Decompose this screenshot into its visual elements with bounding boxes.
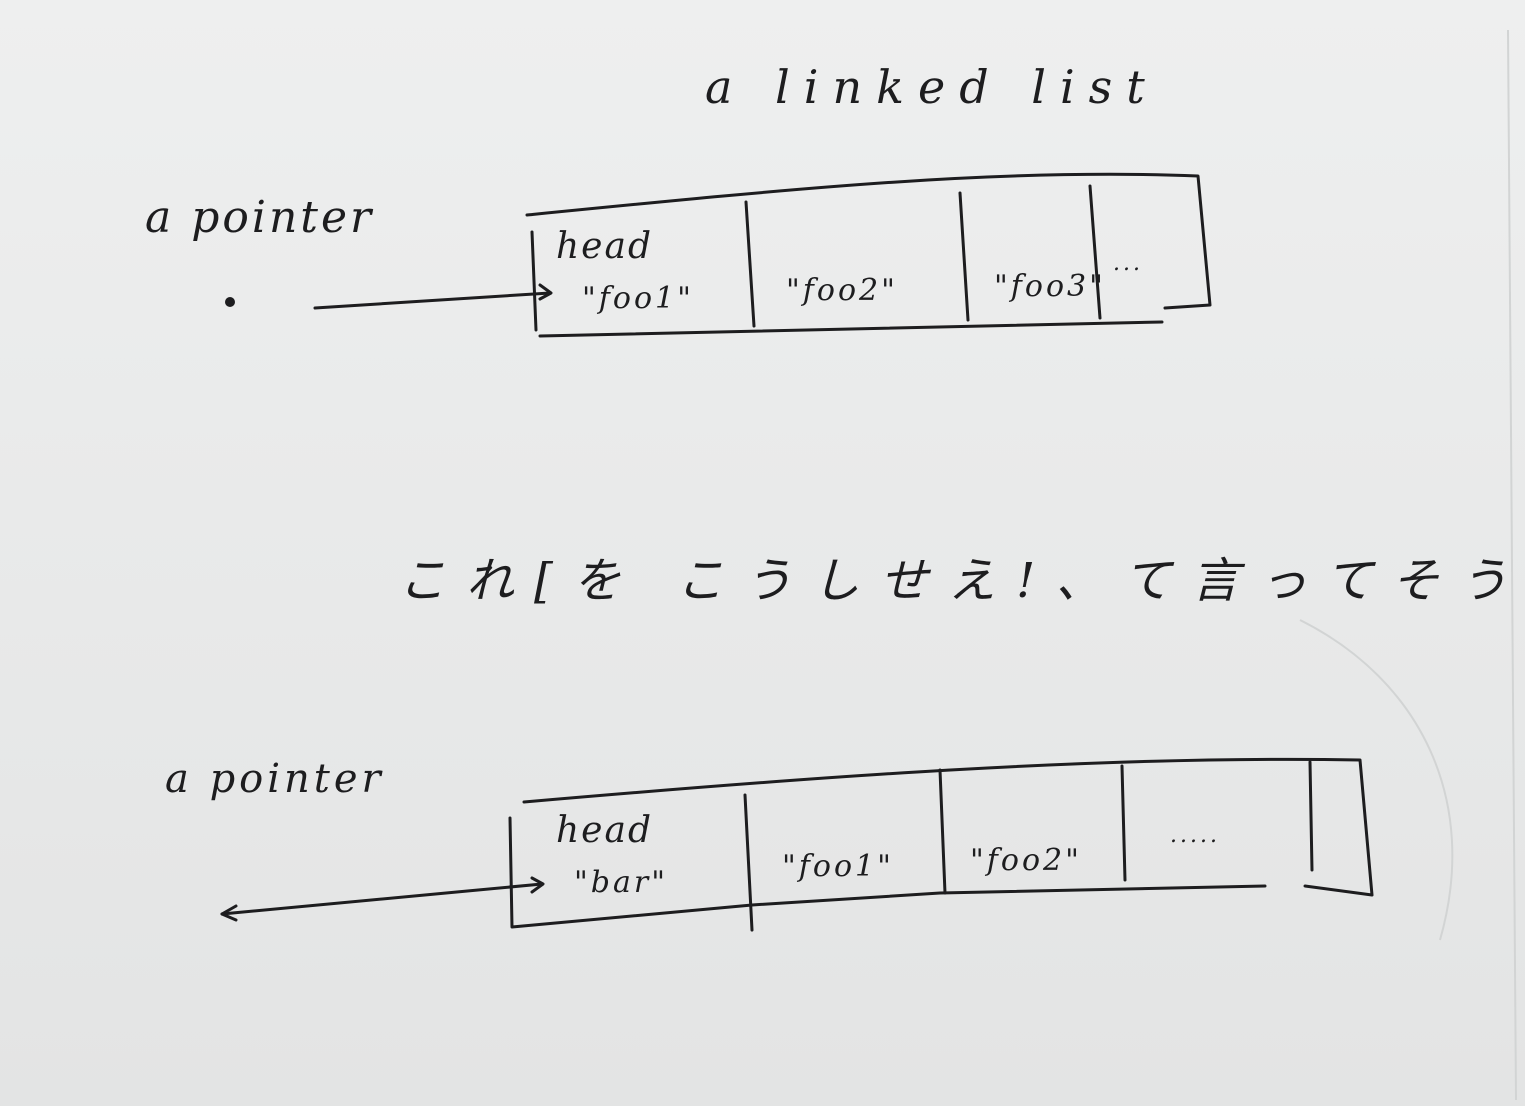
diagram-after: a pointer head "bar" "foo1" "foo2" ..... — [165, 756, 1374, 932]
diagram-before: a pointer head "foo1" "foo2" "foo3" ... — [145, 172, 1212, 338]
faint-scribble — [1299, 619, 1454, 941]
cell-divider — [744, 200, 756, 328]
cell-value: "foo3" — [994, 269, 1106, 304]
cell-divider — [1120, 764, 1127, 882]
cell-value: "foo2" — [970, 843, 1082, 878]
head-arrowhead — [530, 876, 545, 894]
pointer-label: a pointer — [145, 192, 374, 243]
pointer-arrow-line — [313, 291, 552, 310]
cell-ellipsis: ... — [1113, 251, 1143, 276]
cell-value: "foo2" — [786, 273, 898, 308]
cell-value: "foo1" — [582, 281, 694, 316]
cell-value: "bar" — [574, 865, 668, 900]
pointer-label: a pointer — [165, 756, 385, 802]
pointer-arrow-line — [220, 882, 544, 916]
title-text: a linked list — [705, 60, 1159, 114]
cell-head-label: head — [556, 810, 653, 851]
japanese-note: これ[を こうしせえ!、て言ってそう — [398, 553, 1525, 609]
cell-value: "foo1" — [782, 849, 894, 884]
paper-edge-line — [1507, 29, 1517, 1101]
cell-divider — [1088, 184, 1102, 320]
pointer-dot — [225, 297, 235, 307]
pointer-arrowhead — [538, 283, 553, 301]
cell-ellipsis: ..... — [1170, 823, 1220, 848]
cell-divider — [1308, 760, 1314, 872]
cell-head-label: head — [556, 226, 653, 267]
cell-divider — [958, 191, 970, 322]
pointer-arrowhead-left — [220, 904, 238, 922]
cell-divider — [743, 793, 754, 932]
cell-divider — [938, 768, 947, 895]
list-outline — [525, 172, 1212, 338]
